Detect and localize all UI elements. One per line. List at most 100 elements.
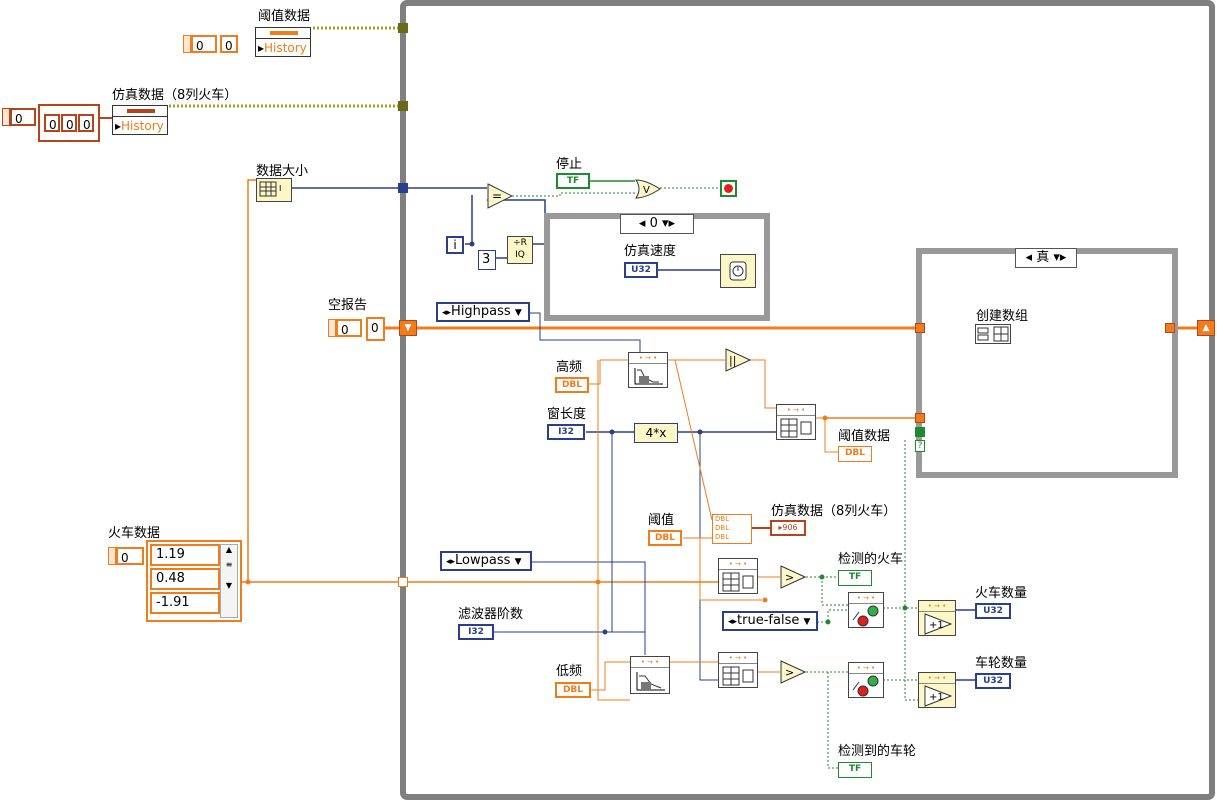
detected-wheel-label: 检测到的车轮: [838, 744, 917, 759]
lowpass-filter-vi[interactable]: • → •: [630, 656, 670, 694]
wire-case-sel: [904, 440, 918, 701]
train-value-0[interactable]: 1.19: [150, 544, 220, 566]
ring-arrows: ◂▸: [446, 557, 456, 567]
empty-report-index[interactable]: 0: [336, 319, 362, 337]
sim-data-label: 仿真数据（8列火车）: [112, 88, 238, 103]
greater-node-2[interactable]: >: [780, 660, 806, 684]
selector-dropdown-arrow: ▾: [662, 216, 669, 231]
highpass-filter-vi[interactable]: • → •: [628, 352, 668, 388]
stop-condition-dot: [724, 184, 733, 193]
wait-ms-node[interactable]: [720, 254, 756, 288]
constant-3[interactable]: 3: [478, 250, 496, 270]
train-count-terminal: U32: [975, 603, 1011, 619]
empty-report-incdec[interactable]: [328, 319, 336, 337]
sim-history-node[interactable]: ▸History: [112, 105, 168, 135]
threshold-terminal[interactable]: DBL: [648, 530, 682, 546]
history-header: [113, 106, 167, 117]
accumulator-2[interactable]: • → • +1: [918, 672, 956, 708]
while-loop-frame: [400, 0, 1215, 800]
case-selector-true[interactable]: ◂ 真 ▾▸: [1015, 248, 1077, 268]
threshold-history-node[interactable]: ▸History: [255, 27, 311, 57]
sim-idx-b[interactable]: 0: [61, 114, 77, 132]
highpass-ring-value: Highpass: [451, 304, 511, 319]
expression-node[interactable]: 4*x: [634, 423, 678, 443]
filter-icon: [634, 368, 663, 385]
shift-register-right: ▲: [1197, 320, 1215, 336]
stop-condition-icon[interactable]: [720, 180, 737, 197]
array-size-label: 数据大小: [256, 164, 309, 179]
sim-index-field[interactable]: 0: [10, 108, 36, 126]
vi-strip: • → •: [919, 601, 955, 612]
vi-strip: • → •: [777, 405, 815, 416]
filter-order-terminal[interactable]: I32: [458, 624, 494, 640]
build-array-node[interactable]: [975, 324, 1011, 344]
low-freq-terminal[interactable]: DBL: [555, 682, 591, 698]
scroll-up-icon[interactable]: ▲: [225, 545, 233, 554]
wire-cmp1-down: [821, 577, 848, 606]
vi-strip: • → •: [631, 657, 669, 668]
empty-report-value[interactable]: 0: [366, 317, 385, 341]
scroll-thumb-icon[interactable]: ≡: [225, 560, 233, 569]
or-node[interactable]: V: [634, 178, 662, 200]
stop-terminal[interactable]: TF: [556, 173, 590, 189]
stop-label: 停止: [556, 157, 583, 172]
wire-th-out: [815, 417, 838, 453]
scroll-down-icon[interactable]: ▼: [225, 581, 233, 590]
filter-icon: [636, 672, 665, 691]
true-false-ring[interactable]: ◂▸true-false ▼: [722, 611, 818, 631]
select-vi-2[interactable]: • → •: [848, 662, 884, 698]
equals-node[interactable]: =: [487, 183, 513, 209]
wire-junction-8: [819, 574, 825, 580]
svg-text:I: I: [279, 184, 281, 193]
window-vi-1[interactable]: • → •: [718, 558, 758, 594]
tunnel-array-size: [398, 183, 408, 193]
threshold-incdec[interactable]: [183, 35, 191, 53]
tunnel-case-1: [915, 323, 925, 333]
train-value-2[interactable]: -1.91: [150, 592, 220, 614]
increment-icon: +1: [924, 685, 953, 707]
table-icon: [722, 666, 754, 686]
select-vi-1[interactable]: • → •: [848, 592, 884, 628]
sim-idx-a[interactable]: 0: [44, 114, 60, 132]
tunnel-train-data: [398, 577, 408, 587]
abs-node[interactable]: ||: [725, 348, 751, 372]
wire-junction-2: [609, 429, 615, 435]
svg-text:V: V: [643, 185, 650, 196]
dbl-3: DBL: [715, 533, 730, 541]
high-freq-terminal[interactable]: DBL: [555, 377, 589, 393]
array-size-node[interactable]: I: [256, 178, 292, 202]
history-header: [256, 28, 310, 39]
history-text: ▸History: [113, 117, 167, 135]
sim-speed-terminal[interactable]: U32: [624, 262, 658, 278]
highpass-ring[interactable]: ◂▸Highpass ▼: [436, 302, 530, 322]
threshold-index-field[interactable]: 0: [191, 35, 217, 53]
train-data-index[interactable]: 0: [116, 547, 144, 565]
history-bar: [270, 31, 298, 35]
vi-strip: • → •: [719, 559, 757, 570]
history-text-value: History: [121, 119, 164, 133]
window-vi-2[interactable]: • → •: [718, 652, 758, 688]
case-selector-0[interactable]: ◂ 0 ▾▸: [620, 214, 694, 234]
threshold-vi[interactable]: • → •: [776, 404, 816, 440]
case-selector-0-value: 0: [649, 216, 658, 231]
sim-speed-label: 仿真速度: [624, 244, 677, 259]
train-value-1[interactable]: 0.48: [150, 568, 220, 590]
train-data-scrollbar[interactable]: ▲ ≡ ▼: [220, 544, 238, 618]
greater-node-1[interactable]: >: [780, 565, 806, 589]
sim-incdec[interactable]: [2, 108, 10, 126]
accumulator-1[interactable]: • → • +1: [918, 600, 956, 636]
wire-low-freq: [591, 661, 630, 691]
lowpass-ring[interactable]: ◂▸Lowpass ▼: [440, 551, 532, 571]
sim-idx-c[interactable]: 0: [78, 114, 94, 132]
train-data-incdec[interactable]: [108, 547, 116, 565]
empty-report-label: 空报告: [328, 298, 368, 313]
wire-abs-to-build: [748, 359, 778, 409]
threshold-index2-field[interactable]: 0: [220, 35, 238, 53]
select-icon: [852, 675, 879, 697]
wire-junction-6: [595, 579, 601, 585]
window-length-terminal[interactable]: I32: [547, 424, 585, 440]
sim-array-frame: [38, 104, 100, 142]
